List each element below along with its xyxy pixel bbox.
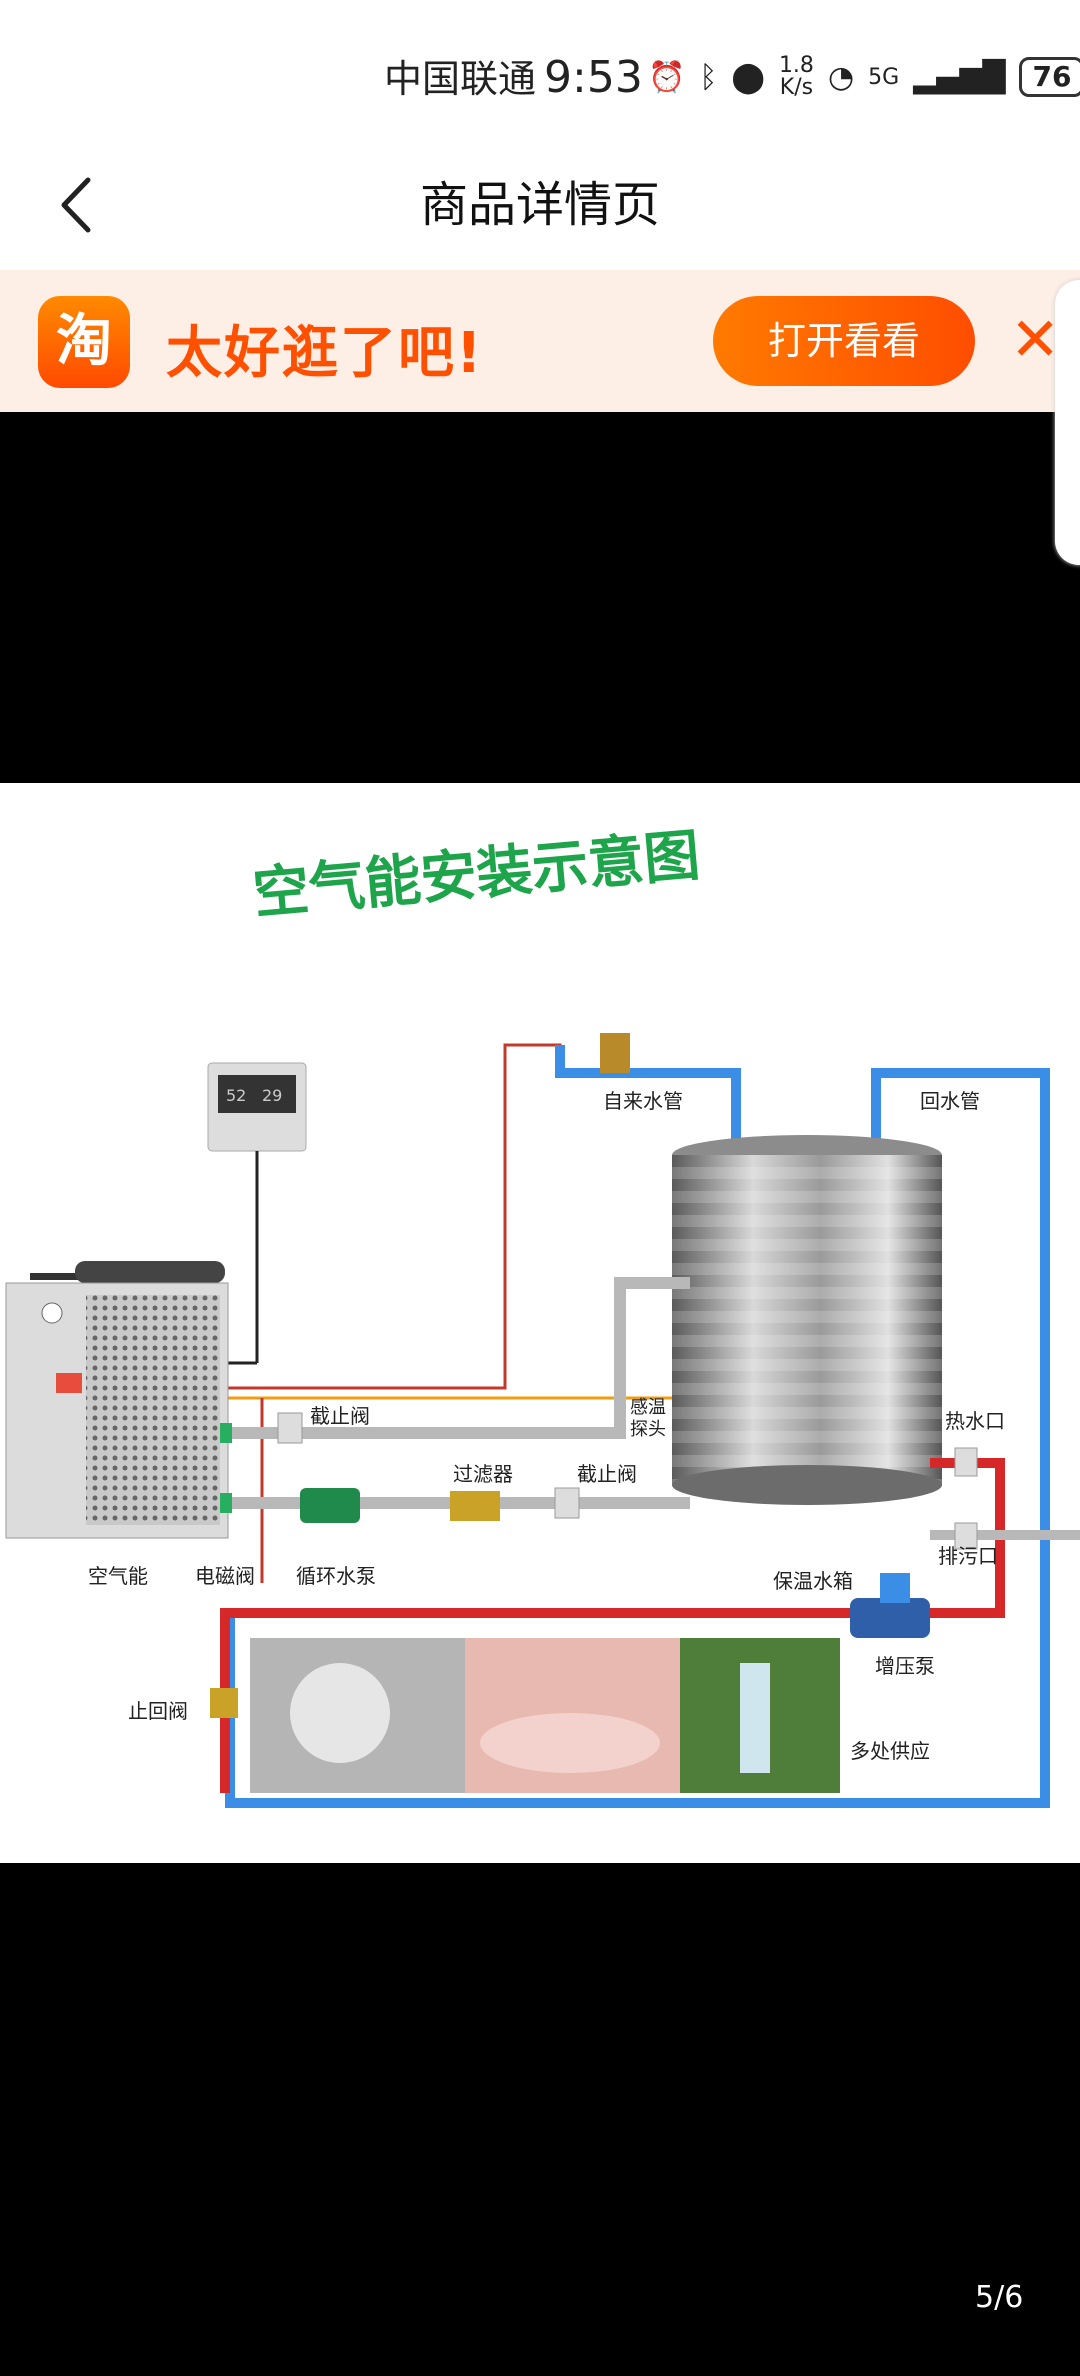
banner-slogan: 太好逛了吧!: [166, 321, 484, 386]
label-temp-probe-1: 感温: [630, 1397, 666, 1418]
carrier-name: 中国联通: [384, 57, 537, 101]
filter-graphic: [450, 1491, 500, 1521]
product-image[interactable]: 空气能安装示意图 52 29 自来水管 回水管 保温水箱: [0, 783, 1080, 1863]
supply-photos: [250, 1638, 840, 1793]
side-drawer-handle[interactable]: [1055, 280, 1080, 565]
wifi-icon: ◔: [827, 59, 855, 95]
close-icon[interactable]: ✕: [1010, 305, 1061, 375]
stop-valve-1-graphic: [277, 1412, 303, 1444]
label-stop-valve-1: 截止阀: [310, 1404, 370, 1428]
label-stop-valve-2: 截止阀: [577, 1462, 637, 1486]
booster-pump-graphic: [850, 1573, 930, 1638]
insulated-tank-graphic: [672, 1135, 942, 1505]
diagram-title: 空气能安装示意图: [251, 823, 703, 927]
circulation-pump-graphic: [300, 1488, 360, 1523]
label-tap-water-pipe: 自来水管: [603, 1089, 683, 1113]
label-filter: 过滤器: [453, 1462, 513, 1486]
label-return-pipe: 回水管: [920, 1089, 980, 1113]
network-type: 5G: [868, 64, 900, 90]
clock: 9:53: [544, 52, 643, 103]
stop-valve-2-graphic: [554, 1487, 580, 1519]
label-hot-water-outlet: 热水口: [945, 1409, 1005, 1433]
alarm-icon: ⏰: [648, 59, 686, 95]
label-air-energy: 空气能: [88, 1564, 148, 1588]
label-check-valve: 止回阀: [128, 1699, 188, 1723]
bluetooth-icon: ᛒ: [699, 59, 718, 95]
air-energy-unit: [5, 1261, 229, 1539]
label-temp-probe-2: 探头: [630, 1419, 666, 1440]
thermostat-panel: 52 29: [207, 1062, 307, 1365]
tap-solenoid-valve: [600, 1033, 630, 1073]
thermostat-reading-1: 52: [226, 1086, 246, 1105]
open-app-button[interactable]: 打开看看: [713, 296, 975, 386]
battery-indicator: 76: [1019, 57, 1080, 97]
label-solenoid-valve: 电磁阀: [195, 1564, 255, 1588]
location-icon: ⬤: [731, 59, 765, 95]
signal-icon: ▂▄▆█: [913, 59, 1006, 95]
taobao-logo: 淘: [38, 296, 130, 388]
image-pager: 5/6: [975, 2280, 1024, 2315]
label-drain-outlet: 排污口: [938, 1544, 998, 1568]
installation-diagram: 空气能安装示意图 52 29 自来水管 回水管 保温水箱: [5, 823, 1080, 1808]
label-circulation-pump: 循环水泵: [296, 1564, 376, 1588]
label-booster-pump: 增压泵: [875, 1654, 935, 1678]
title-bar: 商品详情页: [0, 150, 1080, 270]
label-insulated-tank: 保温水箱: [773, 1569, 853, 1593]
label-multi-supply: 多处供应: [850, 1739, 930, 1763]
app-promo-banner[interactable]: 淘 太好逛了吧! 打开看看 ✕: [0, 270, 1080, 412]
thermostat-reading-2: 29: [262, 1086, 282, 1105]
back-arrow-icon[interactable]: [46, 170, 116, 240]
check-valve-graphic: [210, 1688, 238, 1718]
page-title: 商品详情页: [419, 177, 660, 233]
